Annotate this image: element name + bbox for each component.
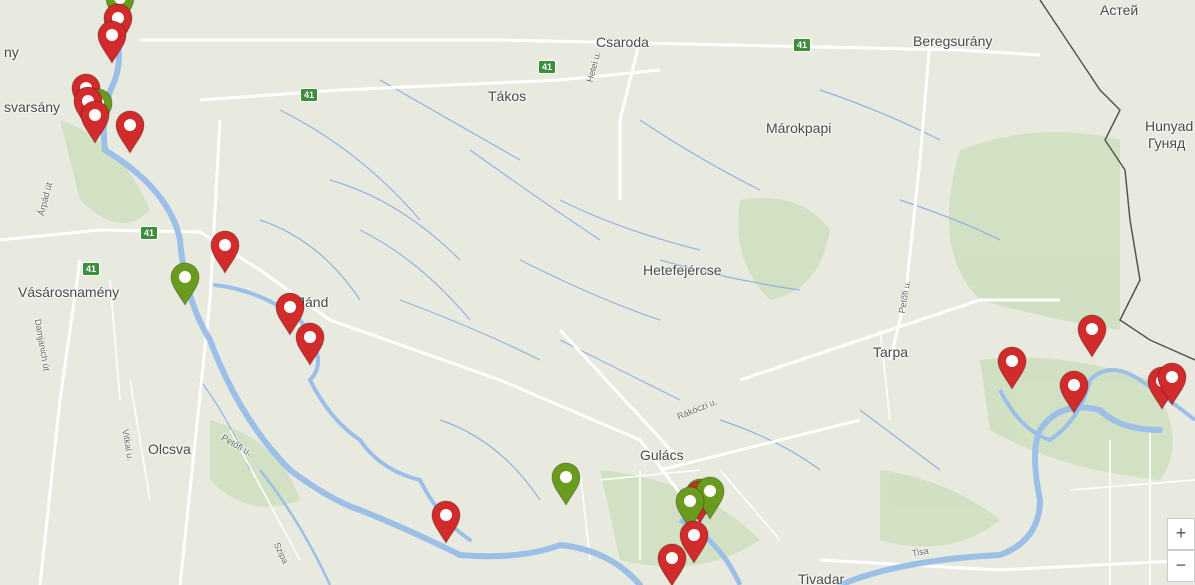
- town-label-gulacs: Gulács: [640, 447, 684, 463]
- town-label-marokpapi: Márokpapi: [766, 120, 832, 136]
- red-location-marker-icon[interactable]: [273, 291, 307, 337]
- red-location-marker-icon[interactable]: [208, 229, 242, 275]
- town-label-svarsany: svarsány: [4, 99, 61, 115]
- red-location-marker-icon[interactable]: [113, 109, 147, 155]
- red-location-marker-icon[interactable]: [78, 99, 112, 145]
- green-location-marker-icon[interactable]: [168, 261, 202, 307]
- road-badge-41: 41: [140, 226, 159, 240]
- road-badge-41: 41: [538, 60, 557, 74]
- town-label-ny: ny: [4, 44, 19, 60]
- zoom-in-button[interactable]: +: [1167, 518, 1195, 550]
- green-location-marker-icon[interactable]: [673, 485, 707, 531]
- red-location-marker-icon[interactable]: [1057, 369, 1091, 415]
- green-location-marker-icon[interactable]: [549, 461, 583, 507]
- town-label-olcsva: Olcsva: [148, 441, 191, 457]
- road-badge-41: 41: [793, 38, 812, 52]
- red-location-marker-icon[interactable]: [677, 519, 711, 565]
- town-label-hunyad: Hunyad: [1145, 118, 1194, 134]
- town-label-takos: Tákos: [488, 88, 527, 104]
- red-location-marker-icon[interactable]: [429, 499, 463, 545]
- road-badge-41: 41: [82, 262, 101, 276]
- red-location-marker-icon[interactable]: [655, 542, 689, 585]
- town-label-jand: Jánd: [298, 294, 329, 310]
- red-location-marker-icon[interactable]: [293, 321, 327, 367]
- town-label-hunyad-cyrillic: Гуняд: [1148, 135, 1186, 151]
- red-location-marker-icon[interactable]: [995, 345, 1029, 391]
- town-label-tivadar: Tivadar: [798, 571, 845, 585]
- red-location-marker-icon[interactable]: [1075, 313, 1109, 359]
- town-label-hetefejercse: Hetefejércse: [643, 262, 722, 278]
- zoom-out-button[interactable]: −: [1167, 550, 1195, 582]
- town-label-vasarosnameny: Vásárosnamény: [18, 284, 120, 300]
- town-label-tarpa: Tarpa: [873, 344, 909, 360]
- red-location-marker-icon[interactable]: [95, 19, 129, 65]
- town-label-csaroda: Csaroda: [596, 34, 649, 50]
- town-label-beregsurany: Beregsurány: [913, 33, 993, 49]
- town-label-astei: Астей: [1100, 2, 1139, 18]
- green-location-marker-icon[interactable]: [693, 475, 727, 521]
- road-badge-41: 41: [300, 88, 319, 102]
- red-location-marker-icon[interactable]: [1155, 361, 1189, 407]
